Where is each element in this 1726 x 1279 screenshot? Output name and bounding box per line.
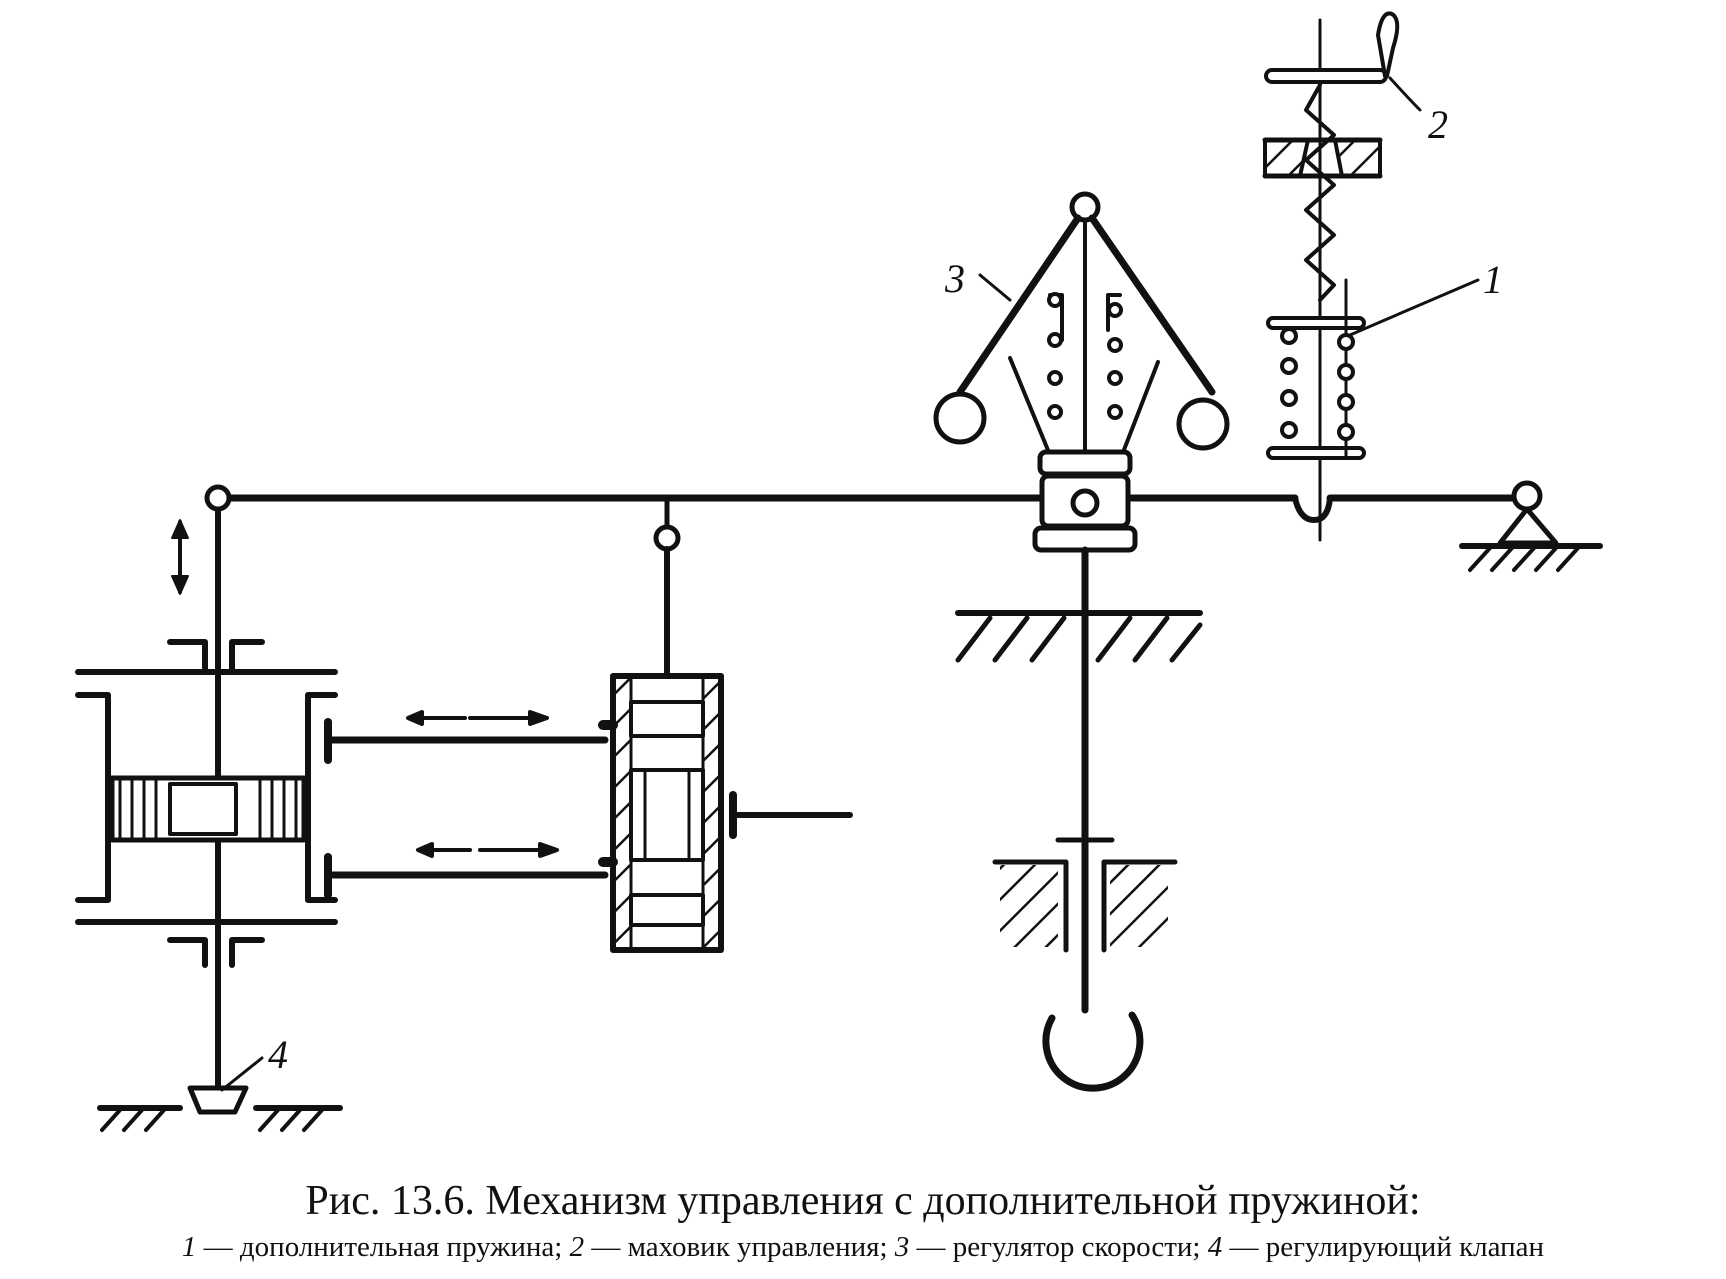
legend-num-1: 1 xyxy=(181,1231,197,1263)
callout-leaders xyxy=(220,76,1480,1092)
fixed-support xyxy=(1459,480,1603,572)
legend-text-2: — маховик управления; xyxy=(584,1231,895,1263)
caption-legend: 1 — дополнительная пружина; 2 — маховик … xyxy=(0,1227,1726,1267)
regulating-valve xyxy=(97,1085,343,1132)
legend-num-3: 3 xyxy=(894,1231,910,1263)
legend-num-4: 4 xyxy=(1207,1231,1223,1263)
callout-4: 4 xyxy=(268,1032,288,1077)
speed-governor xyxy=(933,191,1230,1092)
servomotor xyxy=(75,507,338,1088)
callout-2: 2 xyxy=(1428,102,1448,147)
callout-3: 3 xyxy=(944,256,965,301)
control-mechanism-diagram: 2 1 3 4 xyxy=(75,11,1603,1132)
control-handwheel xyxy=(1262,11,1400,542)
legend-text-4: — регулирующий клапан xyxy=(1222,1231,1545,1263)
caption-title: Рис. 13.6. Механизм управления с дополни… xyxy=(305,1178,1421,1224)
additional-spring xyxy=(1266,278,1366,460)
legend-text-1: — дополнительная пружина; xyxy=(196,1231,570,1263)
legend-text-3: — регулятор скорости; xyxy=(909,1231,1208,1263)
figure-caption: Рис. 13.6. Механизм управления с дополни… xyxy=(0,1175,1726,1267)
lever-pivot-left xyxy=(204,484,232,512)
oil-pipes xyxy=(324,710,609,899)
legend-num-2: 2 xyxy=(569,1231,585,1263)
pilot-valve xyxy=(598,495,853,953)
callout-1: 1 xyxy=(1483,257,1503,302)
